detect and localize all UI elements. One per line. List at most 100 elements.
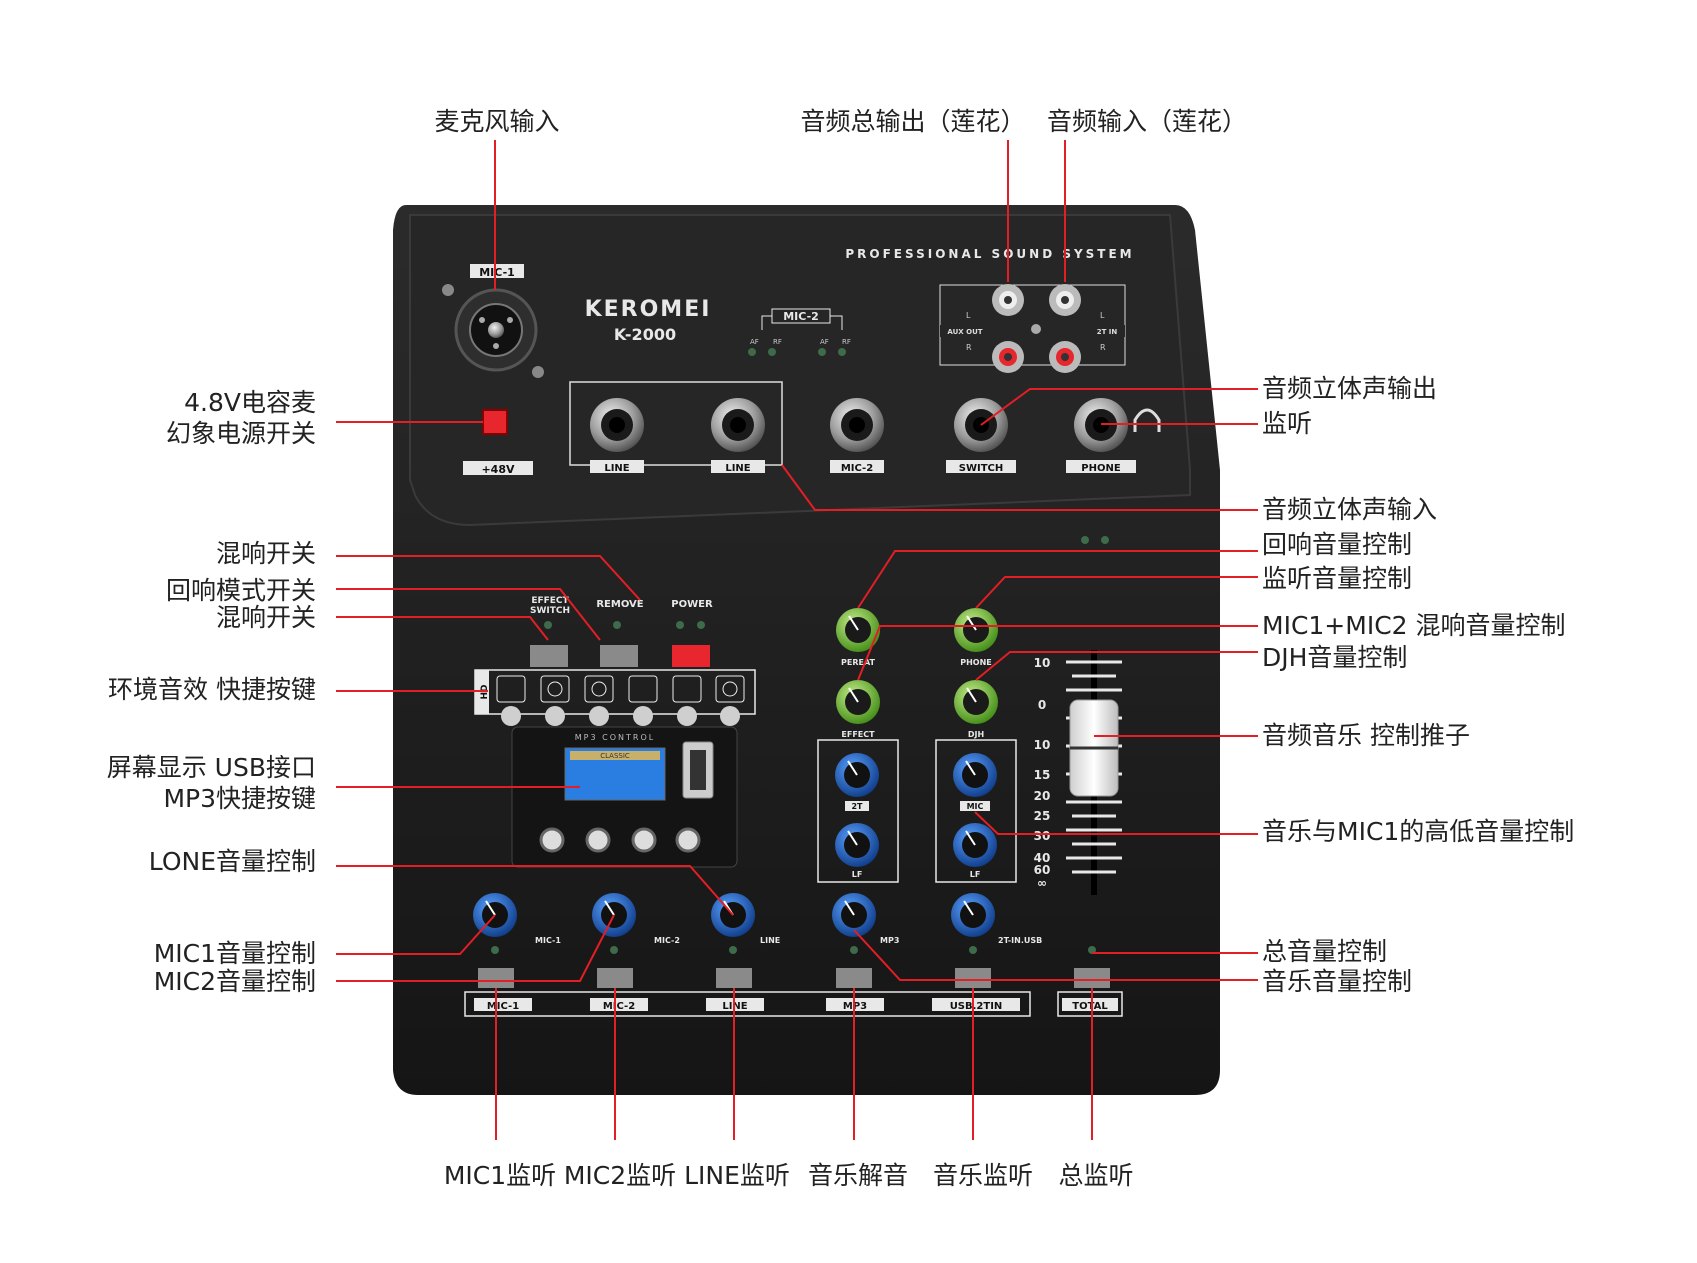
callout-echo-mode: 回响模式开关 [165,576,316,605]
callout-echo-vol: 回响音量控制 [1262,530,1413,559]
callout-reverb-switch-1: 混响开关 [215,539,316,568]
knob-mic2-volume [592,893,636,937]
svg-text:PEREAT: PEREAT [841,658,876,667]
svg-text:AF: AF [750,338,759,346]
knob-phone-monitor [954,608,998,652]
phantom-label-bg [463,461,533,475]
knob-repeat [836,608,880,652]
tagline: PROFESSIONAL SOUND SYSTEM [845,247,1134,261]
svg-text:SWITCH: SWITCH [959,463,1003,474]
svg-text:LINE: LINE [725,463,750,474]
svg-text:LF: LF [852,870,863,879]
svg-text:EFFECT: EFFECT [841,730,875,739]
svg-text:0: 0 [1038,698,1046,712]
callout-mic1-vol: MIC1音量控制 [153,939,316,968]
fader-scale-10a: 10 [1034,656,1051,670]
phantom-label: +48V [481,463,515,476]
svg-text:PHONE: PHONE [960,658,992,667]
callout-usb-mon: 音乐监听 [932,1161,1034,1190]
svg-text:30: 30 [1034,829,1051,843]
callout-mic-reverb: MIC1+MIC2 混响音量控制 [1262,611,1566,640]
svg-text:R: R [966,343,972,352]
svg-text:HD: HD [480,684,490,699]
callout-rca-in: 音频输入（莲花） [1046,107,1248,136]
svg-text:R: R [1100,343,1106,352]
2t-in-label: 2T IN [1097,328,1118,336]
callout-mic2-vol: MIC2音量控制 [153,967,316,996]
model-name: K-2000 [614,325,676,344]
callout-mic2-mon: MIC2监听 [563,1161,677,1190]
svg-text:40: 40 [1034,851,1051,865]
knob-effect [836,680,880,724]
brand-logo: KEROMEI [585,297,712,322]
effect-switch-label: EFFECT [531,596,569,606]
eq-knob-mic-hf [953,753,997,797]
remove-label: REMOVE [596,599,643,610]
mic2-group-label: MIC-2 [783,310,819,323]
svg-text:LINE: LINE [604,463,629,474]
power-label: POWER [671,599,713,610]
svg-text:TOTAL: TOTAL [1072,1001,1108,1012]
eq-knob-2t-hf [835,753,879,797]
callout-total-mon: 总监听 [1058,1161,1134,1190]
callout-monitor: 监听 [1262,409,1313,438]
mp3-buttons [539,827,701,853]
svg-text:LINE: LINE [760,936,780,945]
svg-text:L: L [1100,311,1105,320]
power-button [672,645,710,667]
callout-effects: 环境音效 快捷按键 [108,675,316,704]
callout-aux-out: 音频总输出（莲花） [800,107,1026,136]
mp3-panel-title: MP3 CONTROL [575,733,655,742]
xlr-screw-2 [532,366,544,378]
callout-phantom: 4.8V电容麦幻象电源开关 [165,388,316,448]
eq-knob-2t-lf [835,823,879,867]
callout-fader: 音频音乐 控制推子 [1262,721,1470,750]
mic2-led-rf [768,348,776,356]
eq-knob-mic-lf [953,823,997,867]
phantom-switch [482,409,508,435]
svg-text:10: 10 [1034,738,1051,752]
btn-mp3-mute [836,968,872,988]
line-jacks-frame [569,381,783,466]
btn-mic2-monitor [597,968,633,988]
effect-switch-button [530,645,568,667]
svg-text:MP3: MP3 [880,936,899,945]
btn-usb-monitor [955,968,991,988]
xlr-screw-1 [442,284,454,296]
svg-text:∞: ∞ [1037,876,1047,890]
btn-total-monitor [1074,968,1110,988]
mic1-top-label-bg [470,264,524,278]
svg-text:RF: RF [842,338,851,346]
callout-line-vol: LONE音量控制 [148,847,316,876]
svg-text:SWITCH: SWITCH [530,606,570,616]
knob-usb-volume [951,893,995,937]
svg-text:MIC-1: MIC-1 [487,1001,519,1012]
mic1-top-label: MIC-1 [479,266,515,279]
svg-text:USB.2TIN: USB.2TIN [950,1001,1003,1012]
svg-text:MIC-2: MIC-2 [841,463,873,474]
svg-text:RF: RF [773,338,782,346]
knob-mic1-volume [473,893,517,937]
lcd-text: CLASSIC [600,752,630,760]
svg-text:MIC-2: MIC-2 [654,936,680,945]
callout-reverb-switch-2: 混响开关 [215,603,316,632]
svg-text:15: 15 [1034,768,1051,782]
svg-text:20: 20 [1034,789,1051,803]
btn-line-monitor [716,968,752,988]
callout-music-vol: 音乐音量控制 [1262,967,1413,996]
callout-stereo-out: 音频立体声输出 [1262,374,1438,403]
callout-mic1-mon: MIC1监听 [443,1161,557,1190]
svg-text:PHONE: PHONE [1081,463,1121,474]
svg-text:LF: LF [970,870,981,879]
effect-preset-buttons [501,706,740,726]
btn-mic1-monitor [478,968,514,988]
callout-total-vol: 总音量控制 [1262,937,1388,966]
svg-text:2T: 2T [851,802,863,811]
eq-box-music [817,739,899,883]
svg-text:MP3: MP3 [843,1001,867,1012]
svg-text:DJH: DJH [968,730,984,739]
eq-box-mic [935,739,1017,883]
svg-text:AF: AF [820,338,829,346]
knob-line-volume [711,893,755,937]
